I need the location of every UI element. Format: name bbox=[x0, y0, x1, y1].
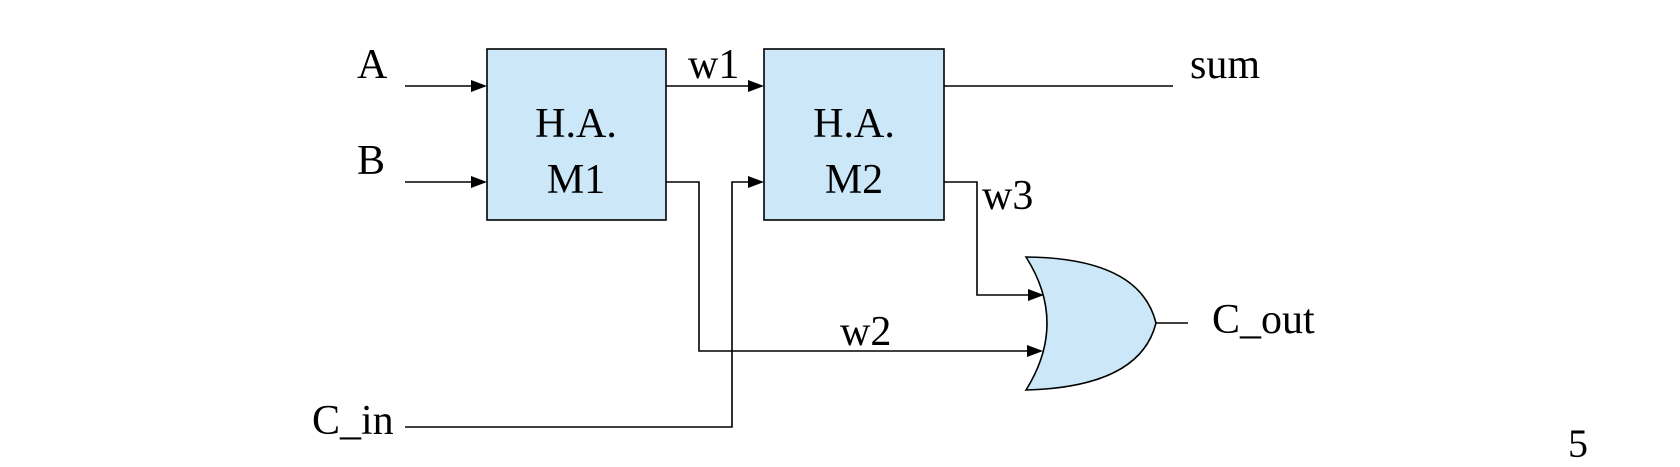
wire-w3-label: w3 bbox=[982, 173, 1033, 219]
wire-w2-label: w2 bbox=[840, 309, 891, 355]
page-number: 5 bbox=[1568, 421, 1588, 466]
half-adder-m2: H.A. M2 bbox=[763, 48, 945, 221]
half-adder-m2-box bbox=[763, 48, 945, 221]
wire-w2 bbox=[666, 181, 1028, 352]
output-c-out-label: C_out bbox=[1212, 297, 1315, 343]
full-adder-diagram: A B C_in H.A. M1 H.A. M2 w1 sum w2 w3 C_… bbox=[312, 42, 1315, 444]
wire-w3 bbox=[944, 181, 1029, 296]
or-gate bbox=[1024, 256, 1157, 391]
m1-label-line2: M1 bbox=[547, 157, 605, 203]
input-b-label: B bbox=[357, 138, 385, 184]
input-a-label: A bbox=[357, 42, 388, 88]
output-sum-label: sum bbox=[1190, 42, 1260, 88]
wire-c-in bbox=[405, 181, 749, 428]
arrow-w1 bbox=[748, 80, 764, 92]
half-adder-m1: H.A. M1 bbox=[486, 48, 667, 221]
m1-label-line1: H.A. bbox=[535, 101, 617, 147]
arrow-w3 bbox=[1028, 289, 1044, 301]
half-adder-m1-box bbox=[486, 48, 667, 221]
m2-label-line2: M2 bbox=[825, 157, 883, 203]
input-c-in-label: C_in bbox=[312, 398, 394, 444]
arrow-w2 bbox=[1027, 345, 1043, 357]
wire-w1-label: w1 bbox=[688, 42, 739, 88]
arrow-c-in bbox=[748, 176, 764, 188]
arrow-b bbox=[471, 176, 487, 188]
arrow-a bbox=[471, 80, 487, 92]
m2-label-line1: H.A. bbox=[813, 101, 895, 147]
